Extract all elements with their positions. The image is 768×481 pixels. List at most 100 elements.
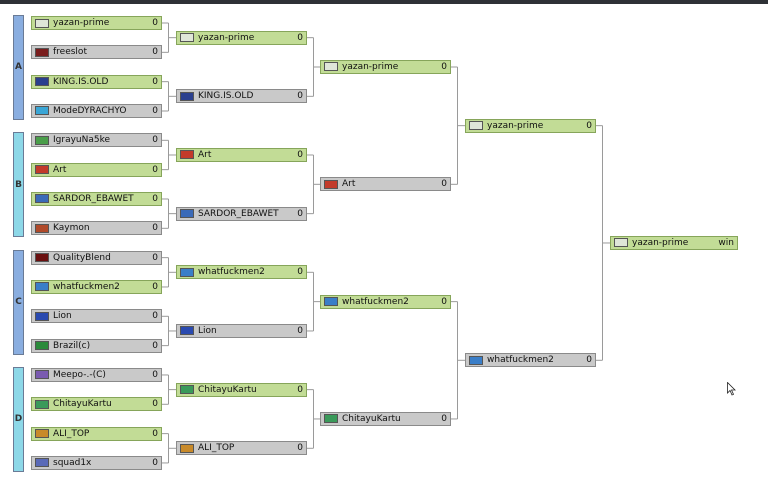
player-flag-icon — [35, 165, 49, 175]
player-score: 0 — [152, 399, 158, 410]
player-score: 0 — [297, 91, 303, 102]
bracket-slot[interactable]: Meepo-.-(C)0 — [31, 367, 162, 382]
player-name: yazan-prime — [632, 237, 689, 248]
player-flag-icon — [35, 399, 49, 409]
bracket-slot[interactable]: whatfuckmen2 0 — [465, 353, 596, 368]
player-name: freeslot — [53, 47, 87, 58]
player-score: 0 — [152, 105, 158, 116]
player-flag-icon — [35, 223, 49, 233]
player-name: yazan-prime — [53, 18, 110, 28]
bracket-slot[interactable]: QualityBlend 0 — [31, 250, 162, 265]
player-score: 0 — [297, 149, 303, 160]
player-flag-icon — [35, 253, 49, 263]
player-score: 0 — [152, 18, 158, 28]
group-bar-d: D — [13, 366, 24, 472]
player-score: 0 — [152, 47, 158, 58]
player-flag-icon — [35, 194, 49, 204]
bracket-slot[interactable]: whatfuckmen2 0 — [31, 279, 162, 294]
player-score: 0 — [152, 340, 158, 351]
player-flag-icon — [180, 443, 194, 453]
player-flag-icon — [180, 385, 194, 395]
player-score: 0 — [297, 384, 303, 395]
bracket-slot[interactable]: ChitayuKartu 0 — [176, 382, 307, 397]
bracket-slot[interactable]: KING.IS.OLD 0 — [31, 74, 162, 89]
player-name: yazan-prime — [342, 61, 399, 72]
player-score: 0 — [586, 355, 592, 366]
bracket-slot[interactable]: yazan-prime 0 — [31, 16, 162, 30]
player-score: 0 — [441, 296, 447, 307]
player-score: 0 — [297, 32, 303, 43]
player-flag-icon — [324, 179, 338, 189]
player-score: 0 — [152, 457, 158, 468]
mouse-cursor-icon — [727, 381, 737, 400]
player-flag-icon — [35, 18, 49, 28]
bracket-slot[interactable]: yazan-prime 0 — [176, 30, 307, 45]
player-flag-icon — [324, 297, 338, 307]
player-name: KING.IS.OLD — [53, 76, 109, 87]
bracket-slot[interactable]: Brazil(c) 0 — [31, 338, 162, 353]
player-flag-icon — [180, 33, 194, 43]
player-name: whatfuckmen2 — [342, 296, 409, 307]
player-name: whatfuckmen2 — [53, 281, 120, 292]
player-name: SARDOR_EBAWET — [198, 208, 279, 219]
player-name: Brazil(c) — [53, 340, 91, 351]
player-name: ChitayuKartu — [53, 399, 112, 410]
player-score: 0 — [152, 252, 158, 263]
player-name: KING.IS.OLD — [198, 91, 254, 102]
group-bar-c: C — [13, 249, 24, 355]
player-name: Art — [342, 179, 356, 190]
player-flag-icon — [180, 267, 194, 277]
player-flag-icon — [35, 77, 49, 87]
player-score: 0 — [152, 76, 158, 87]
player-flag-icon — [35, 135, 49, 145]
player-name: Lion — [198, 325, 217, 336]
player-flag-icon — [35, 458, 49, 468]
player-name: ChitayuKartu — [198, 384, 257, 395]
player-flag-icon — [324, 414, 338, 424]
bracket-slot[interactable]: freeslot 0 — [31, 45, 162, 60]
player-name: whatfuckmen2 — [487, 355, 554, 366]
bracket-slot[interactable]: KING.IS.OLD 0 — [176, 89, 307, 104]
top-window-bar — [0, 0, 768, 4]
player-score: 0 — [297, 443, 303, 454]
player-flag-icon — [180, 150, 194, 160]
player-score: 0 — [152, 164, 158, 175]
player-flag-icon — [35, 370, 49, 380]
player-name: QualityBlend — [53, 252, 111, 263]
player-name: ChitayuKartu — [342, 413, 401, 424]
player-flag-icon — [614, 238, 628, 248]
player-flag-icon — [35, 106, 49, 116]
player-name: ALI_TOP — [53, 428, 90, 439]
player-name: SARDOR_EBAWET — [53, 193, 134, 204]
player-score: 0 — [152, 428, 158, 439]
player-flag-icon — [35, 47, 49, 57]
bracket-slot[interactable]: ALI_TOP 0 — [31, 426, 162, 441]
player-name: yazan-prime — [487, 120, 544, 131]
player-score: 0 — [297, 267, 303, 278]
player-score: 0 — [152, 281, 158, 292]
bracket-slot[interactable]: ChitayuKartu 0 — [31, 397, 162, 412]
bracket-slot[interactable]: whatfuckmen2 0 — [320, 294, 451, 309]
group-bar-b: B — [13, 132, 24, 238]
bracket-slot[interactable]: Art 0 — [320, 177, 451, 192]
player-score: 0 — [441, 179, 447, 190]
player-name: yazan-prime — [198, 32, 255, 43]
